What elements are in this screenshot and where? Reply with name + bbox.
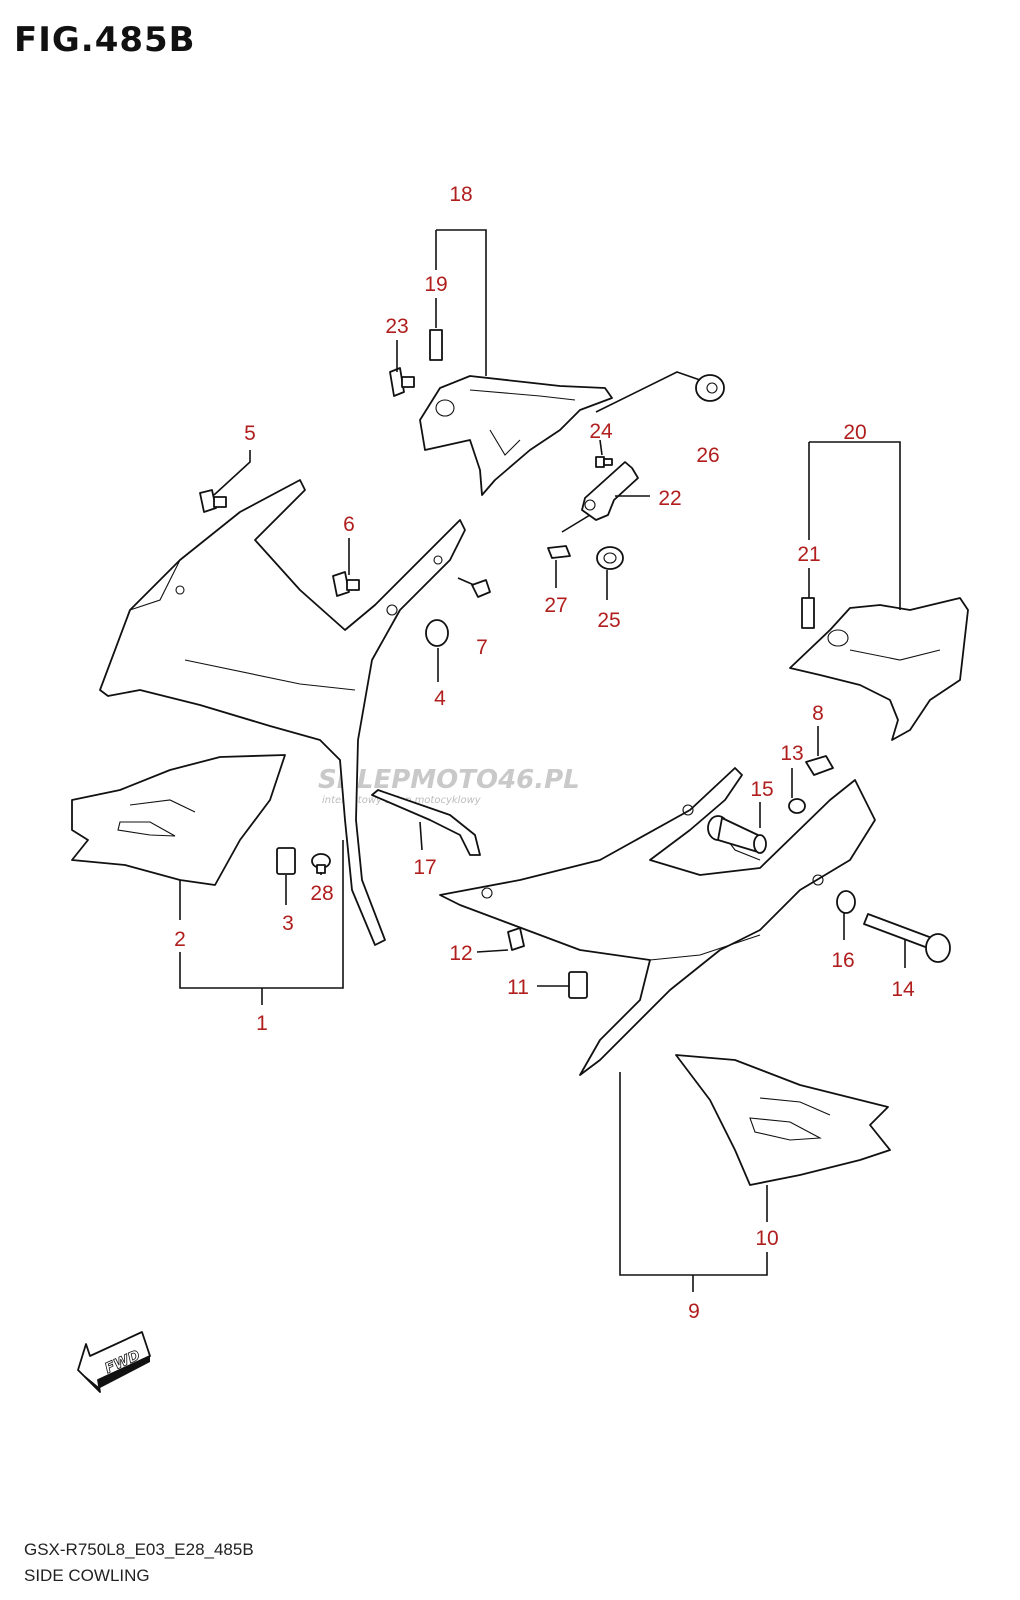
callout-17: 17 xyxy=(413,856,436,879)
callout-4: 4 xyxy=(434,687,446,710)
callout-28: 28 xyxy=(310,882,333,905)
callout-22: 22 xyxy=(658,487,681,510)
callout-13: 13 xyxy=(780,742,803,765)
leader-lines xyxy=(179,229,906,1292)
model-code: GSX-R750L8_E03_E28_485B xyxy=(24,1540,254,1559)
callout-9: 9 xyxy=(688,1300,700,1323)
upper-right-cowling-20 xyxy=(789,597,969,741)
callout-5: 5 xyxy=(244,422,256,445)
lower-right-cowling-10 xyxy=(675,1054,891,1186)
left-side-cowling xyxy=(71,754,286,886)
grommet-25 xyxy=(596,546,624,570)
fwd-direction-arrow: FWD xyxy=(77,1331,151,1393)
callout-27: 27 xyxy=(544,594,567,617)
nut-7 xyxy=(471,579,491,598)
callout-18: 18 xyxy=(449,183,472,206)
callout-1: 1 xyxy=(256,1012,268,1035)
grommet-4 xyxy=(425,619,449,647)
nut-13 xyxy=(788,798,806,814)
callout-14: 14 xyxy=(891,978,915,1001)
callout-11: 11 xyxy=(507,976,529,999)
callout-7: 7 xyxy=(476,636,488,659)
figure-title: FIG.485B xyxy=(14,20,196,60)
inner-cowling-bracket xyxy=(419,375,613,496)
cushion-27 xyxy=(547,545,571,559)
section-name: SIDE COWLING xyxy=(24,1566,150,1585)
callout-23: 23 xyxy=(385,315,408,338)
clip-3 xyxy=(276,847,296,875)
watermark-brand: SKLEPMOTO46.PL xyxy=(318,765,580,795)
callout-19: 19 xyxy=(424,273,447,296)
washer-16 xyxy=(836,890,856,914)
screw-12 xyxy=(507,927,525,951)
sticker-19 xyxy=(429,329,443,361)
callout-20: 20 xyxy=(843,421,866,444)
clip-28 xyxy=(311,853,331,874)
nut-11 xyxy=(568,971,588,999)
callout-15: 15 xyxy=(750,778,773,801)
callout-2: 2 xyxy=(174,928,186,951)
cowling-inner-frame xyxy=(99,479,466,946)
callout-24: 24 xyxy=(589,420,613,443)
callout-8: 8 xyxy=(812,702,824,725)
callout-16: 16 xyxy=(831,949,854,972)
bracket-22 xyxy=(581,461,639,521)
callout-12: 12 xyxy=(449,942,472,965)
callout-3: 3 xyxy=(282,912,294,935)
trim-strip-17 xyxy=(371,789,481,856)
right-side-cowling xyxy=(439,767,876,1076)
sticker-8 xyxy=(805,755,834,776)
callout-10: 10 xyxy=(755,1227,778,1250)
callout-25: 25 xyxy=(597,609,620,632)
grommet-26 xyxy=(695,374,725,402)
sticker-21 xyxy=(801,597,815,629)
collar-15 xyxy=(707,815,767,854)
screw-24 xyxy=(595,456,613,468)
callout-21: 21 xyxy=(797,543,820,566)
screw-5 xyxy=(199,489,227,513)
callout-labels: 1 2 3 4 5 6 7 8 9 10 11 12 13 14 15 16 1… xyxy=(174,183,915,1323)
callout-6: 6 xyxy=(343,513,355,536)
bolt-14 xyxy=(863,913,951,963)
screw-23 xyxy=(389,367,415,397)
screw-6 xyxy=(332,571,360,597)
callout-26: 26 xyxy=(696,444,719,467)
